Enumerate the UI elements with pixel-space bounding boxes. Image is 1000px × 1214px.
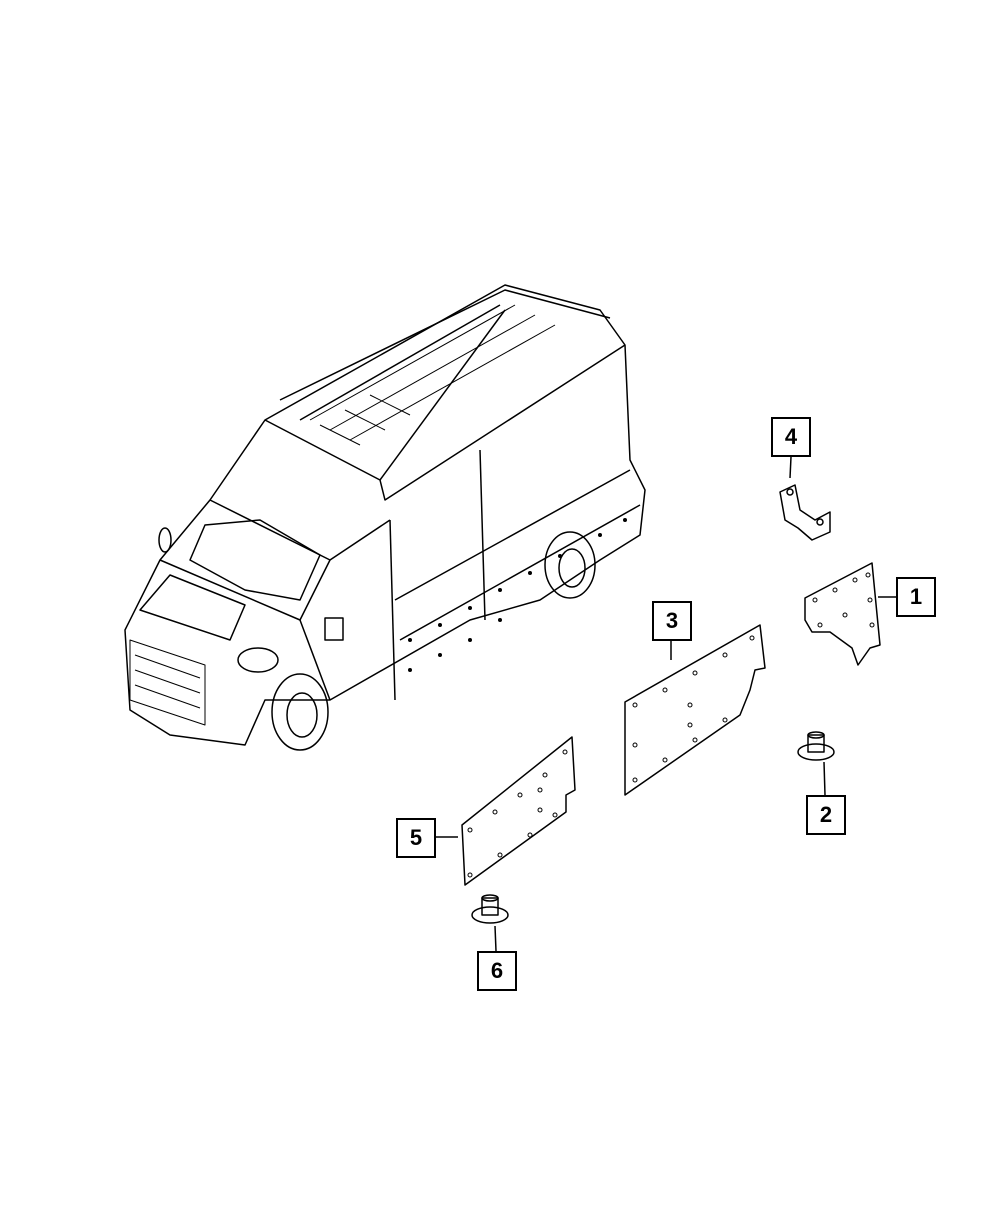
callout-number: 1 [909, 584, 923, 609]
panel-rivets [408, 518, 627, 672]
panel-1 [804, 562, 896, 666]
callout-1: 1 [896, 577, 936, 617]
callout-number: 4 [784, 424, 798, 449]
fastener-2 [797, 731, 835, 796]
bracket-4 [779, 456, 831, 541]
panel-5 [436, 736, 576, 886]
callout-number: 5 [409, 825, 423, 850]
fastener-6 [471, 894, 509, 952]
callout-5: 5 [396, 818, 436, 858]
callout-number: 3 [665, 608, 679, 633]
panel-3 [624, 624, 766, 796]
callout-number: 6 [490, 958, 504, 983]
callout-number: 2 [819, 802, 833, 827]
van-illustration [124, 284, 646, 751]
callout-3: 3 [652, 601, 692, 641]
grille [129, 639, 206, 726]
roof-rack [309, 304, 556, 446]
callout-2: 2 [806, 795, 846, 835]
callout-6: 6 [477, 951, 517, 991]
callout-4: 4 [771, 417, 811, 457]
